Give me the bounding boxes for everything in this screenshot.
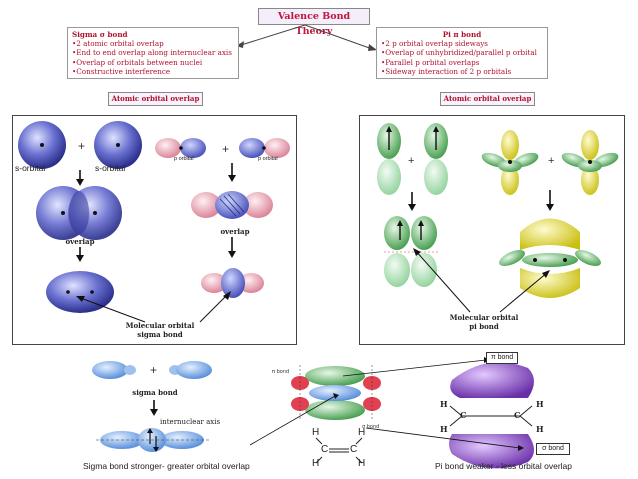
purple-pi-orbital [449, 362, 534, 469]
page-title: Valence Bond Theory [258, 8, 370, 37]
ethylene-structural-formula [315, 437, 363, 464]
pi-bond-tag: π bond [486, 352, 518, 364]
s-orbital-1 [18, 121, 66, 169]
sp2-cluster-2 [561, 130, 619, 195]
svg-text:+: + [548, 155, 554, 167]
s-orbital-label-1: s-orbital [15, 163, 46, 173]
sigma-point: •End to end overlap along internuclear a… [72, 48, 232, 58]
atom-h: H [440, 424, 448, 434]
atom-c: C [321, 444, 329, 455]
atom-c: C [350, 444, 358, 455]
overlap-label-right: overlap [220, 227, 250, 236]
svg-text:+: + [150, 363, 157, 377]
sigma-point: •2 atomic orbital overlap [72, 39, 164, 49]
pi-point: •Parallel p orbital overlaps [381, 57, 480, 67]
atom-h: H [312, 427, 320, 438]
overlap-label-left: overlap [65, 237, 95, 246]
bottom-p-orbital-2 [169, 361, 212, 379]
p-orbital-2 [239, 138, 290, 158]
right-atomic-overlap-tag: Atomic orbital overlap [440, 92, 535, 106]
pi-molecular-label: Molecular orbital pi bond [449, 313, 519, 331]
sigma-point: •Overlap of orbitals between nuclei [72, 57, 203, 67]
s-overlap [36, 186, 122, 240]
sigma-bond-label: sigma bond [132, 388, 178, 397]
sigma-caption: Sigma bond stronger- greater orbital ove… [83, 461, 250, 471]
bottom-p-orbital-1 [92, 361, 136, 379]
sigma-molecular-orbital [46, 271, 114, 313]
atom-h: H [440, 399, 448, 409]
s-orbital-2 [94, 121, 142, 169]
atom-h: H [312, 458, 320, 469]
p-vertical-2 [424, 123, 448, 195]
pi-point: •2 p orbital overlap sideways [381, 39, 488, 49]
atom-h: H [358, 458, 366, 469]
p-orbital-label-1: p orbital [174, 156, 194, 162]
atom-c: C [460, 410, 467, 420]
pi-info-box: Pi π bond •2 p orbital overlap sideways … [376, 27, 548, 79]
sigma-info-box: Sigma σ bond •2 atomic orbital overlap •… [67, 27, 239, 79]
p-sigma-molecular-orbital [201, 268, 264, 298]
ethylene-pi-orbital [499, 218, 601, 298]
p-overlap [191, 191, 273, 219]
svg-text:+: + [222, 142, 229, 156]
s-orbital-label-2: s-orbital [95, 163, 126, 173]
atom-c: C [514, 410, 521, 420]
p-vertical-1 [377, 123, 401, 195]
internuclear-axis-label: internuclear axis [160, 418, 221, 426]
atom-h: H [536, 424, 544, 434]
sigma-bond-small-tag: σ bond [362, 424, 380, 430]
atom-h: H [358, 427, 366, 438]
sigma-molecular-label: Molecular orbital sigma bond [125, 321, 195, 339]
sigma-bond-tag: σ bond [536, 443, 570, 455]
bottom-sigma-orbital [96, 428, 210, 452]
plus-sign: + [78, 139, 85, 153]
sp2-cluster-1 [481, 130, 539, 195]
p-orbital-label-2: p orbital [258, 156, 278, 162]
atom-h: H [536, 399, 544, 409]
sigma-heading: Sigma σ bond [72, 30, 128, 39]
pi-point: •Overlap of unhybridized/parallel p orbi… [381, 48, 537, 58]
pi-heading: Pi π bond [442, 30, 482, 39]
pi-molecular-orbital-green [384, 216, 438, 287]
pi-caption: Pi bond weaker - less orbital overlap [435, 461, 573, 471]
p-orbital-1 [155, 138, 206, 158]
sigma-point: •Constructive interference [72, 66, 171, 76]
pi-bond-small-tag: π bond [272, 369, 290, 375]
pi-point: •Sideway interaction of 2 p orbitals [381, 66, 512, 76]
ethylene-3d-model [291, 365, 381, 420]
left-atomic-overlap-tag: Atomic orbital overlap [108, 92, 203, 106]
svg-text:+: + [408, 155, 414, 167]
